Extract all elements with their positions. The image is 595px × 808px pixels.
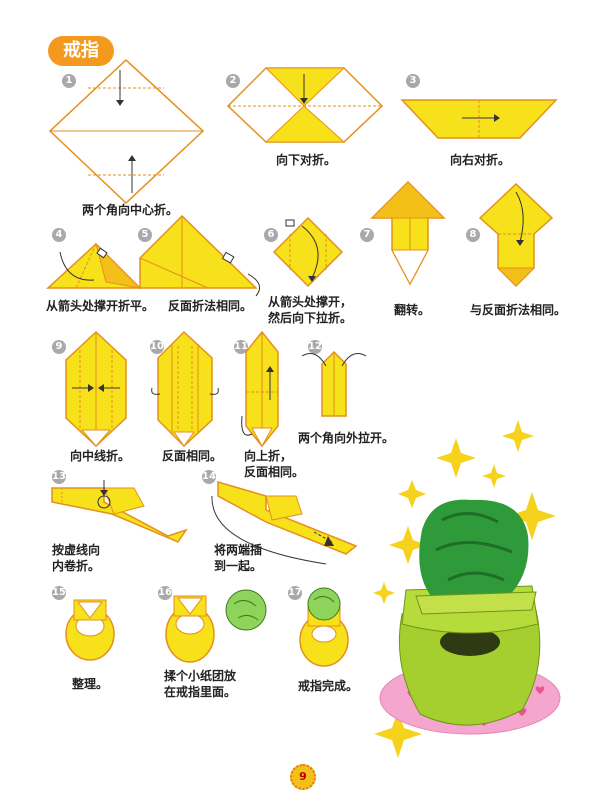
step-3-caption: 向右对折。 [450,153,511,167]
page-number: 9 [290,764,316,790]
step-number-16: 16 [158,586,172,600]
step-6-diagram [272,216,344,288]
step-number-10: 10 [150,340,164,354]
step-4-diagram [46,242,142,289]
step-number-14: 14 [202,470,216,484]
step-17-caption: 戒指完成。 [298,679,359,693]
step-13-diagram [51,480,188,543]
step-14-diagram [211,481,358,565]
step-number-15: 15 [52,586,66,600]
page-title: 戒指 [48,36,114,66]
step-7-diagram [370,180,446,286]
step-8-caption: 与反面折法相同。 [470,303,567,317]
step-13-caption-line2: 内卷折。 [52,559,101,573]
step-6-caption-line2: 然后向下拉折。 [268,311,353,325]
step-10-diagram [151,330,219,448]
step-2-diagram [226,67,384,143]
step-8-diagram [478,182,554,288]
step-13-caption-line1: 按虚线向 [52,543,101,557]
step-14-caption-line2: 到一起。 [214,559,263,573]
step-12-caption: 两个角向外拉开。 [298,431,395,445]
step-14-caption-line1: 将两端插 [214,543,263,557]
step-3-diagram [400,99,558,139]
step-1-caption: 两个角向中心折。 [82,203,179,217]
step-number-1: 1 [62,74,76,88]
step-17-diagram [299,587,349,667]
step-2-caption: 向下对折。 [276,153,337,167]
step-15-diagram [65,599,115,661]
step-11-diagram [241,330,279,448]
step-7-caption: 翻转。 [394,303,431,317]
step-1-diagram [48,58,205,205]
step-9-caption: 向中线折。 [70,449,131,463]
step-number-11: 11 [234,340,248,354]
step-number-12: 12 [308,340,322,354]
step-4-caption: 从箭头处撑开折平。 [46,299,155,313]
step-16-caption-line1: 揉个小纸团放 [164,669,237,683]
step-number-4: 4 [52,228,66,242]
finished-ring-illustration [373,420,561,758]
step-15-caption: 整理。 [72,677,109,691]
step-11-caption-line1: 向上折， [244,449,293,463]
step-number-7: 7 [360,228,374,242]
step-number-9: 9 [52,340,66,354]
step-9-diagram [65,330,127,448]
step-11-caption-line2: 反面相同。 [244,465,305,479]
step-5-caption: 反面折法相同。 [168,299,253,313]
step-12-diagram [301,350,367,417]
step-number-13: 13 [52,470,66,484]
step-number-3: 3 [406,74,420,88]
step-6-caption-line1: 从箭头处撑开， [268,295,353,309]
step-number-5: 5 [138,228,152,242]
step-number-2: 2 [226,74,240,88]
step-number-6: 6 [264,228,278,242]
step-16-caption-line2: 在戒指里面。 [164,685,237,699]
step-number-17: 17 [288,586,302,600]
step-number-8: 8 [466,228,480,242]
step-5-diagram [139,214,261,297]
step-16-diagram [165,589,267,663]
step-10-caption: 反面相同。 [162,449,223,463]
